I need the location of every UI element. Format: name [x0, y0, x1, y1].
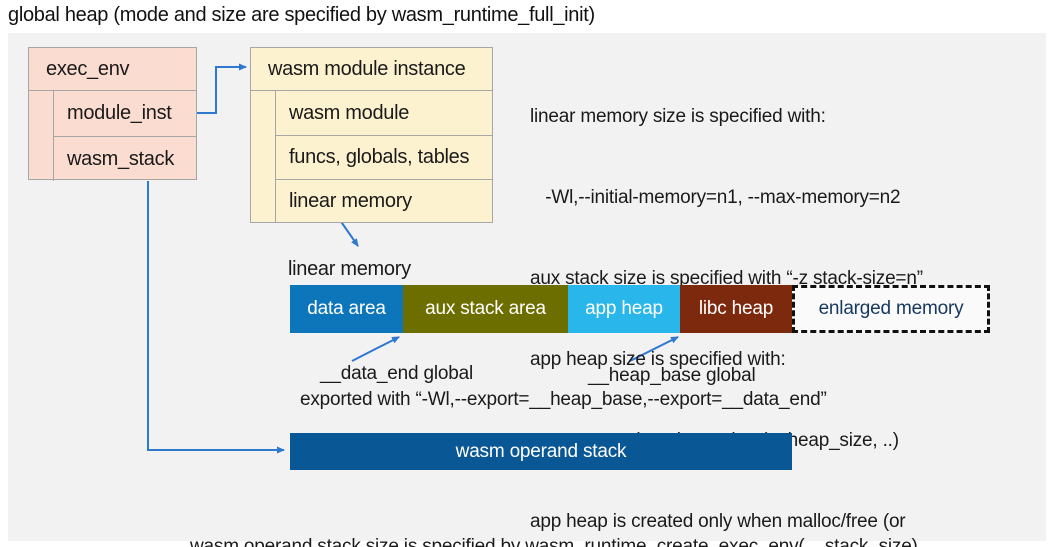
exec-env-row-module-inst: module_inst [53, 91, 196, 136]
instance-row-wasm-module: wasm module [275, 91, 492, 135]
memory-size-notes: linear memory size is specified with: -W… [530, 49, 923, 547]
wasm-module-instance-box: wasm module instance wasm module funcs, … [250, 47, 493, 223]
note-line: linear memory size is specified with: [530, 106, 826, 127]
wasm-operand-stack-bar: wasm operand stack [290, 433, 792, 470]
segment-data-area: data area [290, 285, 403, 333]
linear-memory-bar: data area aux stack area app heap libc h… [290, 285, 990, 333]
exported-with-label: exported with “-Wl,--export=__heap_base,… [300, 389, 827, 410]
note-line: app heap is created only when malloc/fre… [530, 511, 906, 532]
note-line: aux stack size is specified with “-z sta… [530, 268, 923, 289]
exec-env-box: exec_env module_inst wasm_stack [28, 47, 197, 181]
heap-base-global-label: __heap_base global [588, 365, 756, 386]
data-end-global-label: __data_end global [320, 363, 473, 384]
instance-row-funcs-globals-tables: funcs, globals, tables [275, 135, 492, 179]
operand-stack-note: wasm operand stack size is specified by … [190, 479, 918, 547]
exec-env-header: exec_env [29, 48, 196, 91]
segment-app-heap: app heap [568, 285, 680, 333]
linear-memory-label: linear memory [288, 258, 411, 280]
wasm-module-instance-header: wasm module instance [251, 48, 492, 91]
segment-aux-stack-area: aux stack area [403, 285, 568, 333]
diagram-panel: exec_env module_inst wasm_stack wasm mod… [8, 33, 1046, 547]
instance-row-linear-memory: linear memory [275, 179, 492, 223]
note-line: wasm operand stack size is specified by … [190, 536, 918, 547]
exec-env-row-wasm-stack: wasm_stack [53, 136, 196, 181]
note-line: -Wl,--initial-memory=n1, --max-memory=n2 [530, 187, 901, 208]
note-line: app heap size is specified with: [530, 349, 786, 370]
diagram-title: global heap (mode and size are specified… [8, 4, 595, 26]
segment-libc-heap: libc heap [680, 285, 792, 333]
arrow-data-end-to-boundary [351, 336, 400, 362]
segment-enlarged-memory: enlarged memory [792, 285, 990, 333]
